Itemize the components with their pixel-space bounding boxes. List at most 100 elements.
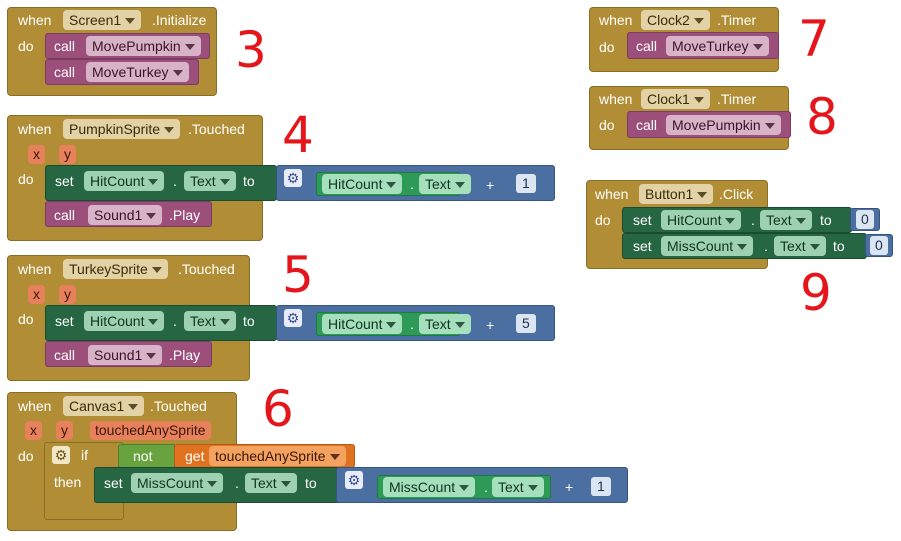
component-dropdown[interactable]: Screen1 bbox=[63, 10, 142, 30]
component-dropdown[interactable]: MissCount bbox=[131, 473, 224, 493]
call-moveturkey-block[interactable]: call MoveTurkey bbox=[45, 59, 199, 85]
to-keyword: to bbox=[820, 212, 832, 228]
component-dropdown[interactable]: Sound1 bbox=[88, 205, 163, 225]
get-keyword: get bbox=[185, 448, 205, 464]
annotation-3: 3 bbox=[235, 21, 267, 79]
when-keyword: when bbox=[18, 398, 52, 414]
call-sound1-play-block[interactable]: call Sound1 .Play bbox=[45, 341, 212, 367]
event-name: .Initialize bbox=[152, 12, 207, 28]
set-misscount-block[interactable]: set MissCount . Text to bbox=[94, 467, 344, 503]
procedure-dropdown[interactable]: MovePumpkin bbox=[666, 115, 781, 135]
annotation-5: 5 bbox=[282, 246, 314, 304]
number-literal[interactable]: 0 bbox=[856, 210, 874, 229]
property-dropdown[interactable]: Text bbox=[419, 174, 471, 194]
param-y[interactable]: y bbox=[59, 285, 76, 304]
set-hitcount-block[interactable]: set HitCount . Text to bbox=[45, 165, 277, 201]
number-literal[interactable]: 1 bbox=[591, 477, 611, 496]
param-y[interactable]: y bbox=[59, 145, 76, 164]
set-hitcount-block[interactable]: set HitCount . Text to bbox=[45, 305, 277, 341]
number-block[interactable]: 0 bbox=[865, 234, 893, 257]
set-keyword: set bbox=[55, 313, 74, 329]
clock1-timer-block[interactable]: when Clock1 .Timer do bbox=[589, 86, 789, 150]
component-dropdown[interactable]: TurkeySprite bbox=[63, 259, 168, 279]
annotation-9: 9 bbox=[800, 264, 832, 322]
dot: . bbox=[410, 176, 414, 192]
dot: . bbox=[173, 313, 177, 329]
plus-operator: + bbox=[565, 479, 574, 495]
event-name: .Timer bbox=[717, 12, 757, 28]
set-keyword: set bbox=[633, 238, 652, 254]
param-x[interactable]: x bbox=[25, 421, 42, 440]
gear-icon[interactable]: ⚙ bbox=[345, 471, 363, 489]
procedure-dropdown[interactable]: MoveTurkey bbox=[666, 36, 769, 56]
do-keyword: do bbox=[599, 39, 615, 55]
set-keyword: set bbox=[55, 173, 74, 189]
call-sound1-play-block[interactable]: call Sound1 .Play bbox=[45, 201, 212, 227]
component-dropdown[interactable]: MissCount bbox=[383, 477, 476, 497]
annotation-7: 7 bbox=[798, 10, 830, 68]
annotation-4: 4 bbox=[282, 106, 314, 164]
get-hitcount-block[interactable]: HitCount . Text bbox=[316, 312, 471, 336]
component-dropdown[interactable]: PumpkinSprite bbox=[63, 119, 181, 139]
component-dropdown[interactable]: MissCount bbox=[661, 236, 754, 256]
param-touchedanysprite[interactable]: touchedAnySprite bbox=[90, 421, 211, 440]
component-dropdown[interactable]: Sound1 bbox=[88, 345, 163, 365]
component-dropdown[interactable]: Canvas1 bbox=[63, 396, 145, 416]
get-hitcount-block[interactable]: HitCount . Text bbox=[316, 172, 471, 196]
call-keyword: call bbox=[636, 117, 658, 133]
if-keyword: if bbox=[81, 447, 88, 463]
param-y[interactable]: y bbox=[56, 421, 73, 440]
gear-icon[interactable]: ⚙ bbox=[52, 446, 70, 464]
get-misscount-block[interactable]: MissCount . Text bbox=[377, 475, 551, 499]
when-keyword: when bbox=[599, 12, 633, 28]
property-dropdown[interactable]: Text bbox=[774, 236, 826, 256]
set-hitcount-block[interactable]: set HitCount . Text to bbox=[622, 207, 852, 233]
procedure-dropdown[interactable]: MoveTurkey bbox=[86, 62, 189, 82]
component-dropdown[interactable]: Button1 bbox=[639, 184, 714, 204]
component-dropdown[interactable]: HitCount bbox=[322, 314, 403, 334]
property-dropdown[interactable]: Text bbox=[419, 314, 471, 334]
number-literal[interactable]: 5 bbox=[516, 314, 536, 333]
event-name: .Timer bbox=[717, 91, 757, 107]
call-movepumpkin-block[interactable]: call MovePumpkin bbox=[45, 33, 210, 59]
component-dropdown[interactable]: HitCount bbox=[84, 171, 165, 191]
set-misscount-block[interactable]: set MissCount . Text to bbox=[622, 233, 867, 259]
set-keyword: set bbox=[633, 212, 652, 228]
number-block[interactable]: 0 bbox=[850, 208, 880, 231]
not-keyword: not bbox=[133, 448, 153, 464]
event-name: .Touched bbox=[150, 398, 207, 414]
component-dropdown[interactable]: HitCount bbox=[661, 210, 742, 230]
not-block[interactable]: not bbox=[118, 444, 176, 468]
gear-icon[interactable]: ⚙ bbox=[284, 169, 302, 187]
method-name: .Play bbox=[169, 207, 201, 223]
component-dropdown[interactable]: HitCount bbox=[322, 174, 403, 194]
gear-icon[interactable]: ⚙ bbox=[284, 309, 302, 327]
do-keyword: do bbox=[595, 212, 611, 228]
property-dropdown[interactable]: Text bbox=[492, 477, 544, 497]
param-x[interactable]: x bbox=[28, 285, 45, 304]
param-x[interactable]: x bbox=[28, 145, 45, 164]
dot: . bbox=[764, 238, 768, 254]
component-dropdown[interactable]: Clock1 bbox=[641, 89, 710, 109]
when-keyword: when bbox=[599, 91, 633, 107]
do-keyword: do bbox=[18, 311, 34, 327]
when-keyword: when bbox=[18, 121, 52, 137]
component-dropdown[interactable]: HitCount bbox=[84, 311, 165, 331]
property-dropdown[interactable]: Text bbox=[184, 311, 236, 331]
call-keyword: call bbox=[54, 207, 76, 223]
procedure-dropdown[interactable]: MovePumpkin bbox=[86, 36, 201, 56]
number-literal[interactable]: 1 bbox=[516, 174, 536, 193]
property-dropdown[interactable]: Text bbox=[760, 210, 812, 230]
dot: . bbox=[751, 212, 755, 228]
when-keyword: when bbox=[18, 261, 52, 277]
dot: . bbox=[235, 475, 239, 491]
event-name: .Click bbox=[719, 186, 754, 202]
number-literal[interactable]: 0 bbox=[870, 236, 888, 255]
variable-dropdown[interactable]: touchedAnySprite bbox=[209, 446, 346, 466]
call-movepumpkin-block[interactable]: call MovePumpkin bbox=[627, 111, 791, 138]
property-dropdown[interactable]: Text bbox=[184, 171, 236, 191]
property-dropdown[interactable]: Text bbox=[245, 473, 297, 493]
component-dropdown[interactable]: Clock2 bbox=[641, 10, 710, 30]
get-variable-block[interactable]: get touchedAnySprite bbox=[174, 444, 355, 468]
call-moveturkey-block[interactable]: call MoveTurkey bbox=[627, 32, 779, 59]
